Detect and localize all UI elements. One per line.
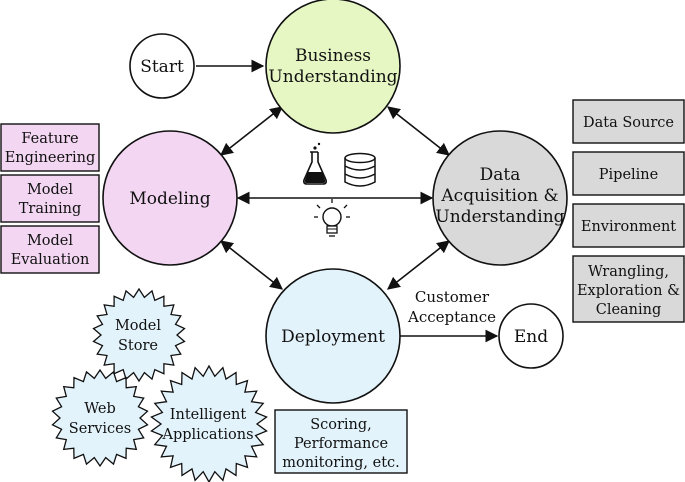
intelligent-applications-star: Intelligent Applications [150, 364, 268, 482]
acquisition-label-line1: Data [480, 165, 521, 185]
wrangling-line3: Cleaning [596, 302, 662, 318]
modeling-label: Modeling [129, 189, 210, 209]
business-understanding-node: Business Understanding [265, 0, 401, 134]
deployment-node: Deployment [265, 268, 401, 404]
customer-acceptance-line2: Acceptance [407, 308, 496, 326]
pipeline-label: Pipeline [599, 167, 658, 183]
data-source-label: Data Source [583, 115, 674, 131]
pipeline-box: Pipeline [572, 151, 685, 196]
arrow-acquisition-deployment [386, 240, 451, 290]
modeling-boxes: Feature Engineering Model Training Model… [0, 123, 100, 274]
model-evaluation-box: Model Evaluation [0, 225, 100, 274]
customer-acceptance-line1: Customer [415, 288, 490, 306]
wrangling-line1: Wrangling, [588, 264, 669, 280]
model-training-line2: Training [19, 201, 81, 217]
customer-acceptance-label: Customer Acceptance [407, 288, 496, 326]
model-store-line2: Store [118, 338, 158, 354]
acquisition-label-line2: Acquisition & [440, 186, 558, 206]
model-evaluation-line1: Model [27, 233, 73, 249]
modeling-node: Modeling [102, 130, 238, 266]
wrangling-box: Wrangling, Exploration & Cleaning [572, 255, 685, 323]
acquisition-boxes: Data Source Pipeline Environment Wrangli… [572, 99, 685, 323]
intelligent-applications-line1: Intelligent [170, 407, 247, 423]
web-services-line2: Services [69, 421, 131, 437]
intelligent-applications-line2: Applications [161, 427, 253, 443]
end-label: End [514, 327, 548, 347]
model-evaluation-line2: Evaluation [11, 252, 90, 268]
deployment-box-line1: Scoring, [310, 417, 372, 433]
deployment-box-line3: monitoring, etc. [282, 455, 400, 471]
arrow-business-modeling [219, 106, 284, 156]
deployment-box: Scoring, Performance monitoring, etc. [274, 409, 408, 474]
environment-label: Environment [581, 219, 676, 235]
feature-engineering-line1: Feature [21, 131, 78, 147]
arrow-business-acquisition [386, 106, 451, 156]
data-acquisition-node: Data Acquisition & Understanding [432, 130, 568, 266]
web-services-line1: Web [84, 401, 116, 417]
web-services-star: Web Services [51, 368, 149, 468]
wrangling-line2: Exploration & [577, 283, 680, 299]
model-training-line1: Model [27, 182, 73, 198]
data-source-box: Data Source [572, 99, 685, 144]
flask-icon [303, 142, 327, 185]
connections [196, 59, 499, 343]
business-label-line2: Understanding [268, 67, 397, 87]
acquisition-label-line3: Understanding [435, 207, 564, 227]
business-label-line1: Business [295, 46, 371, 66]
model-training-box: Model Training [0, 174, 100, 223]
model-store-star: Model Store [92, 287, 186, 383]
environment-box: Environment [572, 203, 685, 248]
arrow-modeling-deployment [219, 240, 284, 290]
end-node: End [498, 303, 564, 369]
model-store-line1: Model [115, 318, 161, 334]
feature-engineering-box: Feature Engineering [0, 123, 100, 172]
start-node: Start [129, 33, 195, 99]
database-icon [344, 152, 376, 187]
deployment-label: Deployment [281, 327, 385, 347]
deployment-box-line2: Performance [294, 436, 388, 452]
start-label: Start [140, 57, 184, 77]
feature-engineering-line2: Engineering [5, 150, 96, 166]
deployment-stars: Model Store Web Services Intelligent App… [51, 287, 268, 482]
lightbulb-icon [314, 199, 350, 237]
